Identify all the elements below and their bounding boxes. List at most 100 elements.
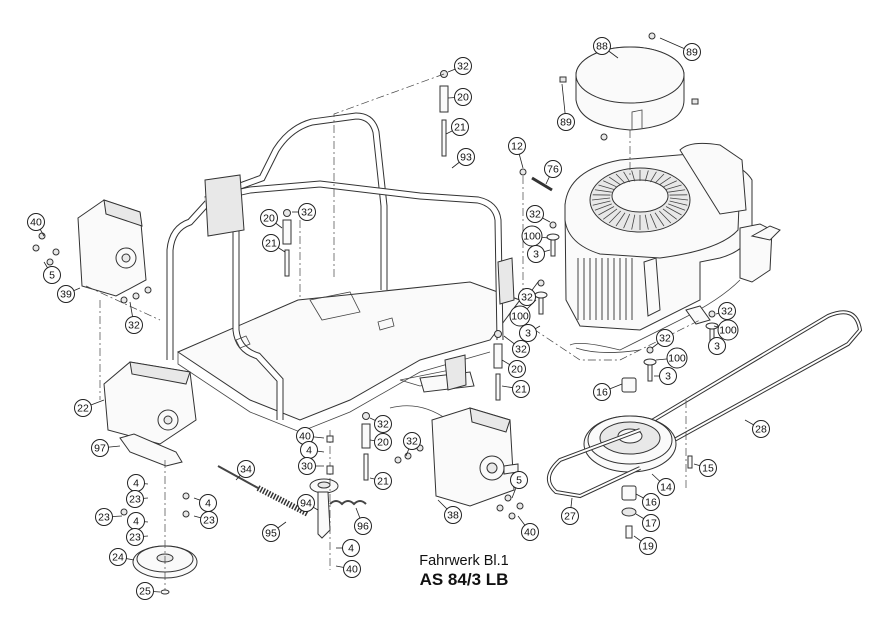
mid-spacer-20 bbox=[361, 423, 371, 449]
callout-frame-bolt-right: 21 bbox=[512, 380, 530, 398]
callout-circle bbox=[200, 511, 218, 529]
top-spacer-20 bbox=[439, 85, 449, 113]
small-fastener bbox=[32, 244, 40, 252]
callout-label: 38 bbox=[447, 510, 459, 522]
callout-label: 32 bbox=[128, 320, 140, 332]
callout-circle bbox=[561, 507, 579, 525]
circlip-25 bbox=[160, 589, 170, 595]
engine-output-shaft bbox=[685, 305, 711, 325]
bolt-19 bbox=[625, 525, 633, 539]
engine-mount-nut bbox=[549, 221, 557, 229]
callout-circle bbox=[508, 137, 526, 155]
callout-label: 32 bbox=[406, 436, 418, 448]
mid-bolt-21 bbox=[363, 453, 369, 481]
callout-label: 32 bbox=[721, 306, 733, 318]
callout-engine-nut-2: 32 bbox=[518, 288, 536, 306]
fan-fin bbox=[623, 213, 631, 229]
callout-engine-washer-1: 100 bbox=[521, 225, 543, 247]
fan-fin bbox=[631, 170, 636, 182]
idler-pulley-hub bbox=[317, 481, 331, 489]
callout-circle bbox=[508, 360, 526, 378]
air-filter-screw-right bbox=[691, 98, 699, 105]
engine-hose bbox=[575, 347, 641, 353]
callout-label: 76 bbox=[547, 164, 559, 176]
small-fastener bbox=[182, 492, 190, 500]
callout-label: 40 bbox=[30, 217, 42, 229]
callout-circle bbox=[262, 234, 280, 252]
callout-circle bbox=[699, 459, 717, 477]
callout-right-gearbox: 38 bbox=[444, 506, 462, 524]
right-gearbox bbox=[431, 407, 519, 507]
callout-circle bbox=[109, 548, 127, 566]
engine-dipstick bbox=[643, 257, 661, 317]
left-gearbox-top bbox=[103, 199, 143, 227]
fan-fin bbox=[654, 173, 665, 184]
fan-fin bbox=[644, 170, 649, 182]
callout-engine-nut-4: 32 bbox=[656, 329, 674, 347]
engine-fuel-line bbox=[569, 279, 741, 351]
callout-frame-nut-left: 32 bbox=[298, 203, 316, 221]
air-filter-notch bbox=[631, 109, 643, 130]
diagram-subtitle: Fahrwerk Bl.1 bbox=[419, 553, 509, 569]
fan-fin bbox=[654, 212, 665, 227]
callout-air-filter-cover-screw-left: 89 bbox=[557, 113, 575, 131]
callout-left-gearbox-screws: 40 bbox=[27, 213, 45, 231]
callout-circle bbox=[457, 148, 475, 166]
callout-tension-arm-washer: 4 bbox=[342, 539, 360, 557]
callout-label: 16 bbox=[645, 497, 657, 509]
callout-idler-bushing: 30 bbox=[298, 457, 316, 475]
fan-fin bbox=[592, 200, 611, 206]
fan-fin bbox=[598, 206, 615, 216]
callout-label: 34 bbox=[240, 464, 252, 476]
engine-fan-fins bbox=[591, 170, 689, 230]
left-nut-32 bbox=[283, 209, 291, 217]
fan-fin bbox=[659, 176, 672, 186]
fan-fin bbox=[669, 200, 688, 206]
callout-circle bbox=[526, 205, 544, 223]
frame-floor-plate bbox=[176, 281, 521, 421]
air-filter-cover bbox=[559, 32, 699, 178]
callout-circle bbox=[43, 266, 61, 284]
engine-mount-bolt bbox=[538, 297, 544, 315]
title-block: Fahrwerk Bl.1 AS 84/3 LB bbox=[394, 553, 534, 589]
callout-label: 20 bbox=[457, 92, 469, 104]
right-nut-32 bbox=[494, 330, 502, 338]
callout-spring: 96 bbox=[354, 517, 372, 535]
callout-short-belt: 27 bbox=[561, 507, 579, 525]
fan-fin bbox=[603, 180, 618, 188]
left-gearbox bbox=[77, 199, 161, 400]
callout-bolt-a: 23 bbox=[126, 490, 144, 508]
engine-mount-washer bbox=[546, 233, 560, 241]
frame-floor-slot-2 bbox=[377, 317, 395, 331]
fan-fin bbox=[608, 210, 622, 224]
fan-fin bbox=[658, 210, 672, 224]
callout-circle bbox=[593, 37, 611, 55]
callout-mid-bolt: 21 bbox=[374, 472, 392, 490]
right-bolt-21 bbox=[495, 373, 501, 401]
callout-tension-arm: 94 bbox=[297, 494, 315, 512]
cable-34 bbox=[217, 465, 259, 489]
engine bbox=[519, 142, 781, 361]
air-filter-screw-left bbox=[559, 76, 567, 83]
small-fastener bbox=[404, 452, 412, 460]
callout-mid-spacer: 20 bbox=[374, 433, 392, 451]
callout-spring-cable: 95 bbox=[262, 524, 280, 542]
callout-air-filter-cover-screw-right: 89 bbox=[683, 43, 701, 61]
small-fastener bbox=[120, 296, 128, 304]
callout-circle bbox=[343, 560, 361, 578]
engine-mount-washer bbox=[705, 322, 719, 330]
callout-circle bbox=[659, 367, 677, 385]
small-fastener bbox=[394, 456, 402, 464]
callout-label: 100 bbox=[668, 353, 686, 365]
small-fastener bbox=[496, 504, 504, 512]
callout-circle bbox=[27, 213, 45, 231]
callout-bolt-c: 23 bbox=[126, 528, 144, 546]
callout-label: 3 bbox=[665, 371, 671, 383]
callout-label: 20 bbox=[377, 437, 389, 449]
callout-circle bbox=[657, 478, 675, 496]
callout-circle bbox=[509, 305, 531, 327]
small-fastener bbox=[144, 286, 152, 294]
short-belt-27-fill bbox=[548, 429, 641, 498]
callout-circle bbox=[297, 494, 315, 512]
pin-15 bbox=[687, 455, 693, 469]
